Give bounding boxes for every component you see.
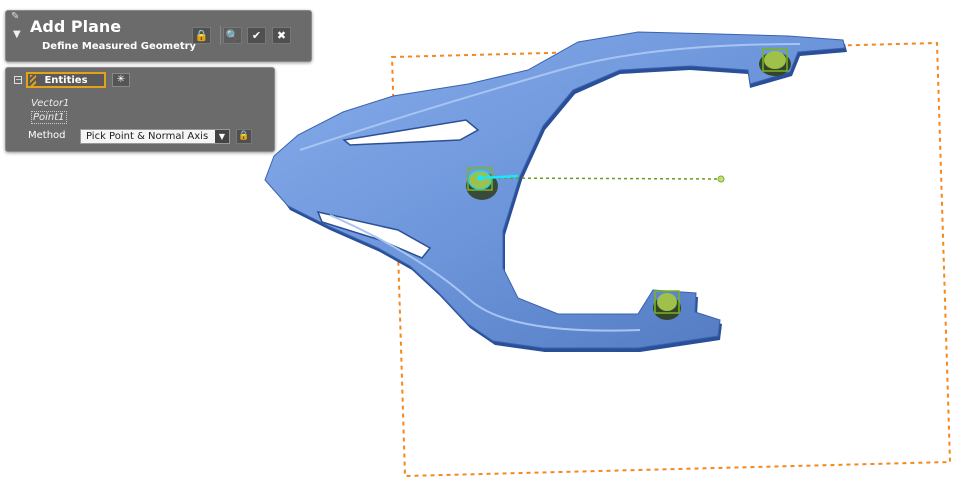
normal-vector-line (479, 177, 722, 180)
sparkle-button[interactable]: ✳ (112, 73, 130, 87)
method-value: Pick Point & Normal Axis (86, 131, 209, 142)
entity-point1[interactable]: Point1 (31, 111, 67, 124)
cancel-button[interactable]: ✖ (272, 27, 291, 44)
entities-expander[interactable]: − (14, 75, 22, 84)
dialog-subtitle: Define Measured Geometry (42, 41, 197, 52)
lock-icon: 🔒 (238, 131, 250, 141)
part-ridge-lower (329, 214, 641, 332)
lock-button[interactable]: 🔒 (192, 27, 211, 44)
close-icon: ✖ (276, 29, 287, 42)
dropdown-arrow-icon[interactable]: ▼ (215, 130, 229, 143)
part-body (264, 31, 846, 349)
boss-center[interactable] (466, 167, 498, 200)
pin-icon[interactable]: ✎ (11, 11, 20, 22)
ok-button[interactable]: ✔ (247, 27, 266, 44)
entity-vector1[interactable]: Vector1 (31, 98, 70, 109)
add-plane-header: ✎ ▼ Add Plane Define Measured Geometry 🔒… (5, 10, 312, 62)
collapse-icon[interactable]: ▼ (13, 29, 21, 40)
part-slot-upper (342, 119, 480, 146)
entities-tab-stripe (30, 75, 36, 86)
normal-vector-end[interactable] (717, 175, 725, 183)
boss-top-right[interactable] (759, 48, 791, 76)
entities-tab[interactable]: Entities (26, 72, 106, 88)
method-dropdown[interactable]: Pick Point & Normal Axis ▼ (80, 129, 230, 144)
search-button[interactable]: 🔍 (223, 27, 242, 44)
boss-bottom[interactable] (653, 290, 681, 320)
dialog-title: Add Plane (30, 17, 122, 36)
method-label: Method (28, 130, 66, 141)
entities-tab-label: Entities (44, 74, 88, 86)
lock-icon: 🔒 (194, 29, 209, 42)
part-ridge (299, 43, 801, 151)
normal-vector-arrow (479, 174, 519, 180)
sparkle-icon: ✳ (116, 74, 126, 85)
method-lock-button[interactable]: 🔒 (236, 129, 252, 144)
entities-panel: − Entities ✳ Vector1 Point1 Method Pick … (5, 67, 275, 152)
search-icon: 🔍 (225, 29, 240, 42)
toolbar-divider (220, 26, 221, 45)
check-icon: ✔ (251, 29, 262, 42)
measured-part[interactable] (264, 31, 847, 352)
